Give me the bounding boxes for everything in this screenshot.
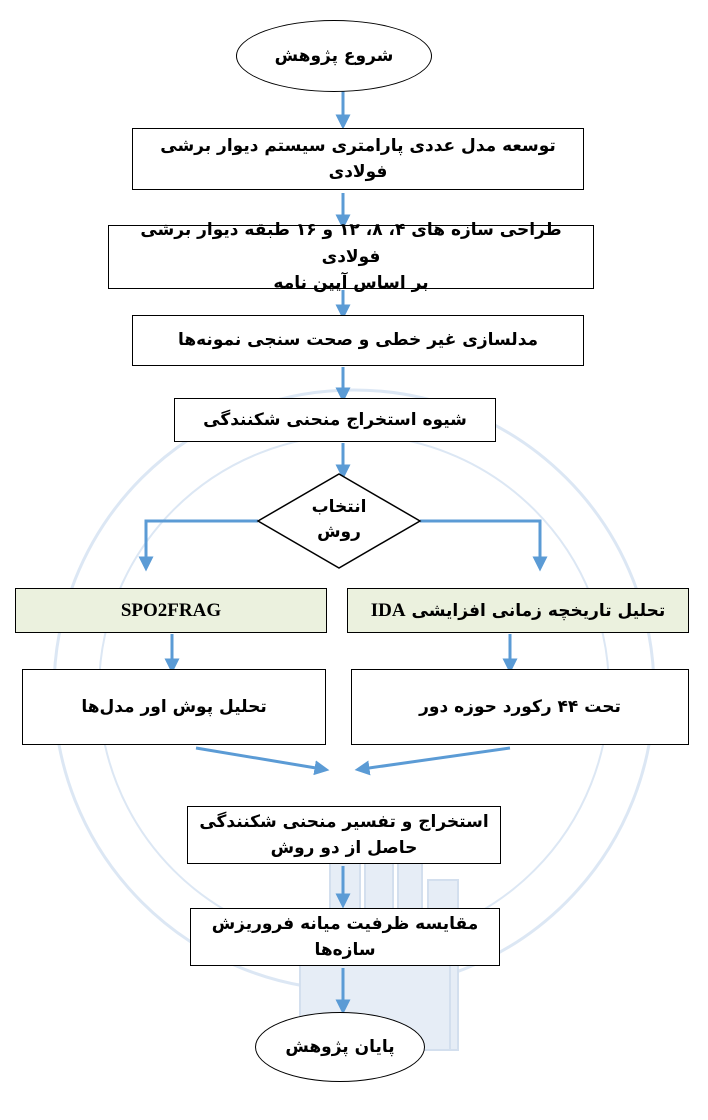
end-label: پایان پژوهش bbox=[285, 1037, 395, 1057]
decision-label-line2: روش bbox=[317, 521, 361, 542]
decision-label-line1: انتخاب bbox=[311, 497, 367, 517]
start-terminal: شروع پژوهش bbox=[236, 20, 432, 92]
method-ida: تحلیل تاریخچه زمانی افزایشی IDA bbox=[347, 588, 689, 633]
step-compare-capacity: مقایسه ظرفیت میانه فروریزش سازه‌ها bbox=[190, 908, 500, 966]
detail-far-field-records-label: تحت ۴۴ رکورد حوزه دور bbox=[419, 696, 621, 717]
step-numerical-model: توسعه مدل عددی پارامتری سیستم دیوار برشی… bbox=[132, 128, 584, 190]
step-structure-design: طراحی سازه های ۴، ۸، ۱۲ و ۱۶ طبقه دیوار … bbox=[108, 220, 594, 293]
detail-pushover: تحلیل پوش اور مدل‌ها bbox=[22, 669, 326, 745]
step-structure-design-line1: طراحی سازه های ۴، ۸، ۱۲ و ۱۶ طبقه دیوار … bbox=[140, 220, 562, 267]
step-numerical-model-label: توسعه مدل عددی پارامتری سیستم دیوار برشی… bbox=[160, 135, 556, 182]
detail-far-field-records: تحت ۴۴ رکورد حوزه دور bbox=[351, 669, 689, 745]
decision-label: انتخاب روش bbox=[279, 495, 399, 544]
method-spo2frag-label: SPO2FRAG bbox=[120, 599, 222, 621]
step-nonlinear-modeling: مدلسازی غیر خطی و صحت سنجی نمونه‌ها bbox=[132, 315, 584, 366]
arrow-decision-to-right bbox=[420, 519, 548, 572]
step-fragility-method: شیوه استخراج منحنی شکنندگی bbox=[174, 398, 496, 442]
method-ida-label: تحلیل تاریخچه زمانی افزایشی IDA bbox=[371, 596, 665, 625]
start-label: شروع پژوهش bbox=[274, 46, 394, 66]
arrow-right-detail-to-step5 bbox=[354, 746, 511, 776]
end-terminal: پایان پژوهش bbox=[255, 1012, 425, 1082]
step-interpret-fragility: استخراج و تفسیر منحنی شکنندگی حاصل از دو… bbox=[187, 806, 501, 864]
detail-pushover-label: تحلیل پوش اور مدل‌ها bbox=[81, 696, 267, 717]
method-ida-abbr: IDA bbox=[370, 599, 406, 621]
step-interpret-fragility-line2: حاصل از دو روش bbox=[270, 838, 418, 858]
arrow-decision-to-left bbox=[138, 519, 258, 572]
method-spo2frag: SPO2FRAG bbox=[15, 588, 327, 633]
step-compare-capacity-label: مقایسه ظرفیت میانه فروریزش سازه‌ها bbox=[211, 913, 479, 960]
step-interpret-fragility-line1: استخراج و تفسیر منحنی شکنندگی bbox=[199, 811, 489, 832]
arrow-left-detail-to-step5 bbox=[195, 746, 330, 776]
step-fragility-method-label: شیوه استخراج منحنی شکنندگی bbox=[203, 409, 467, 430]
decision-diamond bbox=[256, 473, 422, 569]
step-structure-design-line2: بر اساس آیین نامه bbox=[273, 273, 429, 294]
method-ida-text: تحلیل تاریخچه زمانی افزایشی bbox=[411, 600, 666, 621]
step-nonlinear-modeling-label: مدلسازی غیر خطی و صحت سنجی نمونه‌ها bbox=[177, 330, 539, 351]
